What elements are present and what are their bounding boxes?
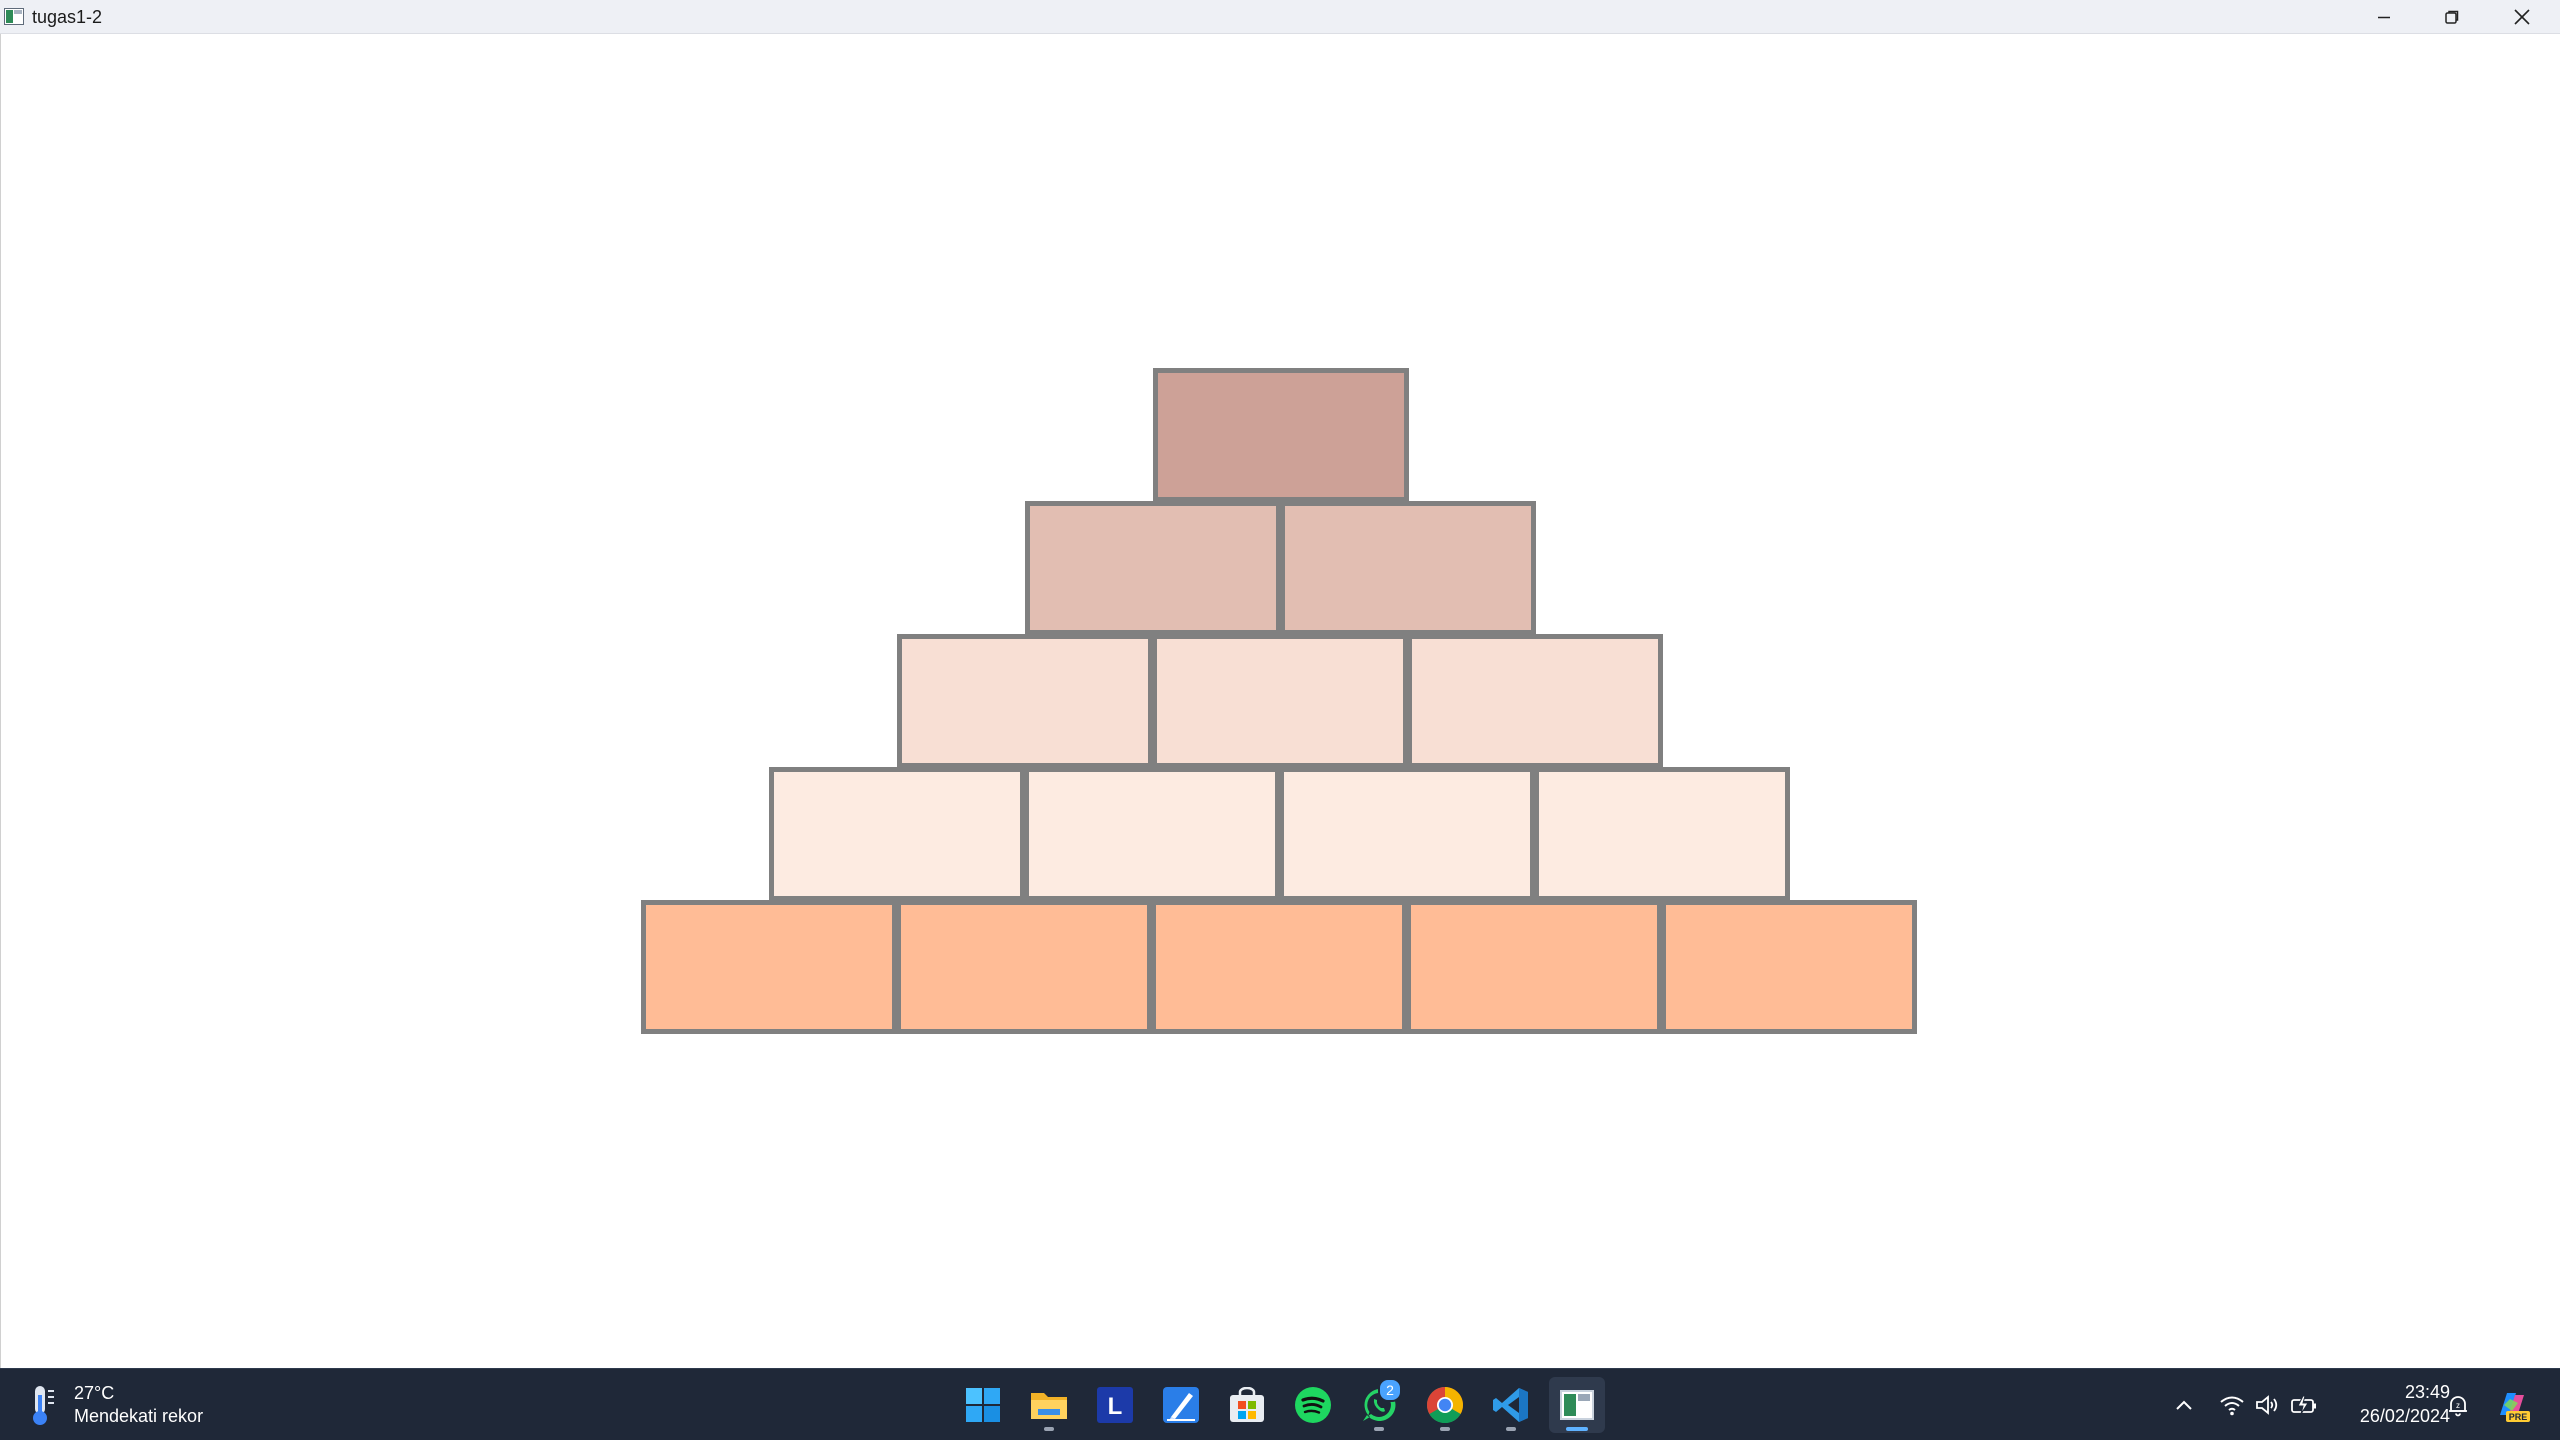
- running-indicator: [1506, 1427, 1516, 1431]
- taskbar-start-button[interactable]: [955, 1377, 1011, 1433]
- window-client-area: [0, 34, 2560, 1368]
- volume-control[interactable]: [2253, 1391, 2281, 1419]
- folder-icon: [1031, 1393, 1067, 1419]
- pyramid-brick-row4-3: [1279, 767, 1535, 901]
- taskbar-spotify[interactable]: [1285, 1377, 1341, 1433]
- running-indicator: [1044, 1427, 1054, 1431]
- pyramid-brick-row5-3: [1151, 900, 1407, 1034]
- pyramid-brick-row5-4: [1406, 900, 1662, 1034]
- svg-text:PRE: PRE: [2509, 1412, 2528, 1422]
- pyramid-brick-row1-1: [1153, 368, 1409, 502]
- taskbar-file-explorer[interactable]: [1021, 1377, 1077, 1433]
- chrome-icon: [1426, 1387, 1464, 1424]
- pyramid-brick-row3-2: [1152, 634, 1408, 768]
- running-indicator: [1374, 1427, 1384, 1431]
- store-icon: [1230, 1387, 1264, 1422]
- spotify-icon: [1295, 1387, 1331, 1423]
- chevron-up-icon: [2176, 1400, 2192, 1410]
- minimize-button[interactable]: [2350, 0, 2418, 34]
- taskbar-vscode[interactable]: [1483, 1377, 1539, 1433]
- weather-temperature: 27°C: [74, 1383, 115, 1403]
- weather-widget[interactable]: 27°C Mendekati rekor: [24, 1379, 203, 1431]
- pyramid-brick-row5-1: [641, 900, 897, 1034]
- clock-time: 23:49: [2404, 1382, 2450, 1402]
- taskbar-pen-app[interactable]: [1153, 1377, 1209, 1433]
- windows-start-icon: [966, 1388, 1000, 1422]
- clock-date: 26/02/2024: [2359, 1406, 2450, 1426]
- show-hidden-icons-button[interactable]: [2170, 1391, 2198, 1419]
- battery-icon: [2291, 1395, 2316, 1415]
- pyramid-brick-row3-3: [1407, 634, 1663, 768]
- taskbar-microsoft-store[interactable]: [1219, 1377, 1275, 1433]
- copilot-button[interactable]: PRE: [2494, 1387, 2530, 1423]
- app-window-icon: [4, 8, 24, 25]
- thermometer-icon: [33, 1386, 54, 1425]
- restore-icon: [2445, 10, 2459, 24]
- pyramid-brick-row2-2: [1280, 501, 1536, 635]
- app-window-icon: [1560, 1390, 1594, 1420]
- volume-icon: [2256, 1395, 2278, 1415]
- svg-text:z: z: [2456, 1401, 2460, 1410]
- pyramid-brick-row5-2: [896, 900, 1152, 1034]
- running-indicator-active: [1566, 1427, 1588, 1431]
- taskbar-whatsapp[interactable]: 2: [1351, 1377, 1407, 1433]
- l-app-icon: L: [1097, 1387, 1133, 1423]
- wifi-icon: [2220, 1396, 2244, 1416]
- copilot-pre-icon: PRE: [2500, 1393, 2530, 1422]
- window-title-bar[interactable]: tugas1-2: [0, 0, 2560, 34]
- notifications-button[interactable]: z: [2444, 1391, 2472, 1419]
- pyramid-brick-row2-1: [1025, 501, 1281, 635]
- pen-app-icon: [1163, 1387, 1199, 1423]
- window-title: tugas1-2: [32, 7, 103, 27]
- wifi-status[interactable]: [2218, 1391, 2246, 1419]
- notification-badge: 2: [1378, 1378, 1402, 1402]
- taskbar: 27°C Mendekati rekor L: [0, 1368, 2560, 1440]
- pyramid-brick-row4-2: [1024, 767, 1280, 901]
- vscode-icon: [1493, 1388, 1528, 1422]
- close-button[interactable]: [2488, 0, 2556, 34]
- running-indicator: [1440, 1427, 1450, 1431]
- pyramid-brick-row4-1: [769, 767, 1025, 901]
- notification-bell-icon: z: [2449, 1396, 2467, 1417]
- taskbar-clock[interactable]: 23:49 26/02/2024: [2330, 1381, 2450, 1429]
- taskbar-tugas1-2[interactable]: [1549, 1377, 1605, 1433]
- pyramid-brick-row4-4: [1534, 767, 1790, 901]
- taskbar-chrome[interactable]: [1417, 1377, 1473, 1433]
- taskbar-l-app[interactable]: L: [1087, 1377, 1143, 1433]
- restore-button[interactable]: [2418, 0, 2486, 34]
- pyramid-brick-row5-5: [1661, 900, 1917, 1034]
- close-icon: [2514, 9, 2530, 25]
- minimize-icon: [2378, 16, 2390, 19]
- svg-text:L: L: [1108, 1393, 1123, 1420]
- pyramid-brick-row3-1: [897, 634, 1153, 768]
- weather-description: Mendekati rekor: [74, 1406, 204, 1426]
- battery-status[interactable]: [2290, 1391, 2318, 1419]
